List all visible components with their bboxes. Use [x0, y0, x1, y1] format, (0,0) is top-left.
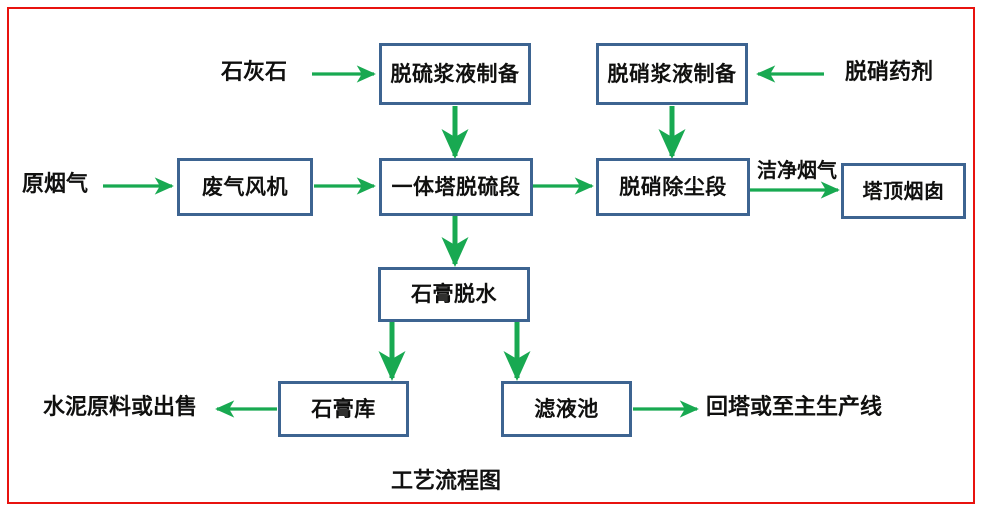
label-denitr-agent: 脱硝药剂 — [845, 60, 934, 85]
node-label: 石膏库 — [311, 396, 376, 421]
node-label: 脱硫浆液制备 — [390, 61, 520, 86]
node-gypsum-store[interactable]: 石膏库 — [278, 381, 409, 437]
diagram-title: 工艺流程图 — [391, 469, 502, 494]
node-tower-top-chimney[interactable]: 塔顶烟囱 — [841, 163, 966, 219]
node-denitr-dust-stage[interactable]: 脱硝除尘段 — [596, 158, 750, 216]
node-label: 石膏脱水 — [411, 282, 497, 306]
node-label: 一体塔脱硫段 — [391, 174, 521, 199]
node-desulf-slurry-prep[interactable]: 脱硫浆液制备 — [379, 43, 531, 105]
node-label: 滤液池 — [534, 396, 599, 421]
node-filtrate-pond[interactable]: 滤液池 — [501, 381, 632, 437]
node-denitr-slurry-prep[interactable]: 脱硝浆液制备 — [596, 43, 748, 105]
label-return-to-main-line: 回塔或至主生产线 — [706, 395, 883, 420]
label-limestone: 石灰石 — [221, 60, 288, 85]
label-cement-or-sale: 水泥原料或出售 — [43, 395, 198, 420]
label-clean-flue-gas: 洁净烟气 — [757, 158, 837, 182]
node-label: 废气风机 — [202, 174, 288, 199]
node-label: 脱硝浆液制备 — [607, 61, 737, 86]
node-label: 塔顶烟囱 — [862, 179, 945, 203]
node-tower-desulf-stage[interactable]: 一体塔脱硫段 — [379, 158, 533, 216]
node-label: 脱硝除尘段 — [619, 174, 727, 199]
label-raw-flue-gas: 原烟气 — [22, 172, 89, 197]
node-gypsum-dewater[interactable]: 石膏脱水 — [378, 267, 530, 322]
node-waste-gas-fan[interactable]: 废气风机 — [177, 158, 313, 216]
